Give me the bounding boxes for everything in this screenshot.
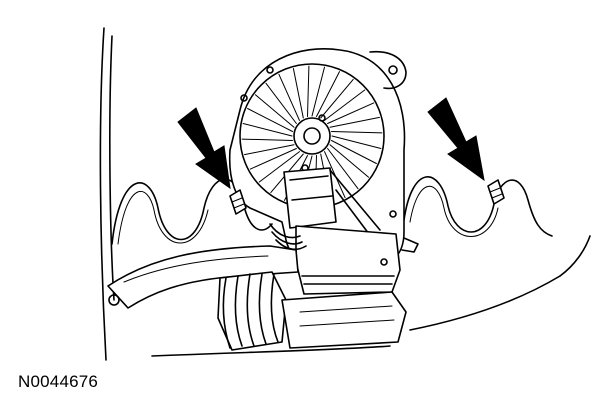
pointer-arrow-right xyxy=(427,97,485,182)
wiring-harness-left xyxy=(111,178,273,245)
fan-blade xyxy=(320,78,354,119)
fan-blade xyxy=(307,65,310,117)
fan-blade xyxy=(324,89,366,121)
air-duct-hose xyxy=(107,245,407,351)
retaining-clip-left xyxy=(229,189,247,215)
wiring-harness-right xyxy=(403,176,553,237)
fan-blade xyxy=(327,102,375,124)
fan-blade xyxy=(249,148,297,170)
fan-blade xyxy=(292,68,304,119)
fan-blade xyxy=(331,131,383,134)
fan-blade xyxy=(254,94,295,128)
fan-blade xyxy=(331,140,377,164)
fan-blade xyxy=(242,123,293,137)
fan-blade xyxy=(329,116,380,128)
fan-blade xyxy=(327,148,359,190)
fan-blade xyxy=(258,151,300,183)
fan-blade xyxy=(329,144,370,178)
figure-id-label: N0044676 xyxy=(18,372,99,391)
pointer-arrow-left xyxy=(177,107,231,190)
fan-blade xyxy=(311,66,325,117)
blower-motor-assembly xyxy=(228,48,419,295)
retaining-clip-right xyxy=(487,179,505,205)
fan-blade xyxy=(278,73,300,121)
body-panel xyxy=(99,27,591,361)
fan-blade xyxy=(331,135,382,149)
fan-blade xyxy=(244,144,295,156)
fan-blade xyxy=(316,71,340,117)
fan-blade xyxy=(265,82,297,124)
fan-blade xyxy=(241,138,293,141)
fan-blade xyxy=(247,108,293,132)
electrical-connector xyxy=(269,223,307,251)
